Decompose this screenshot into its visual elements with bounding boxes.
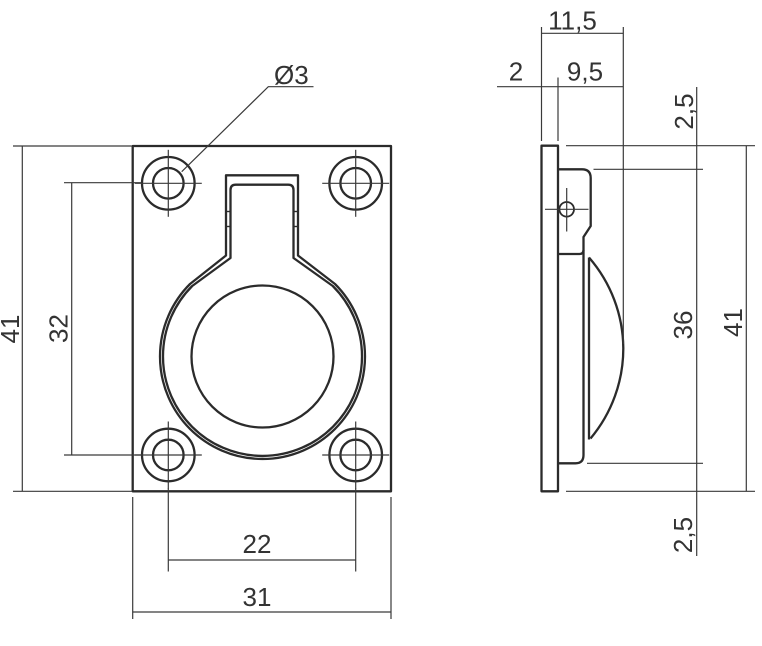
pivot-pin-hole: [545, 188, 589, 232]
side-view: 11,5 2 9,5 2,5 36 2,5 41: [497, 6, 755, 556]
dimension-label: Ø3: [274, 60, 309, 90]
screw-hole-bottom-left: [134, 421, 202, 489]
dim-side-insets-and-recess-height: 2,5 36 2,5: [668, 87, 699, 556]
screw-hole-top-left: [134, 149, 202, 217]
dimension-label: 9,5: [567, 57, 603, 87]
callout-hole-diameter: Ø3: [181, 60, 314, 173]
dim-side-overall-height: 41: [718, 145, 748, 492]
dim-front-overall-width: 31: [132, 497, 392, 619]
screw-hole-bottom-right: [322, 421, 390, 489]
ring-pull-outline: [161, 183, 364, 457]
side-plate-outline: [540, 144, 560, 493]
cup-profile-outline: [558, 168, 592, 465]
screw-hole-top-right: [322, 149, 390, 217]
dimension-label: 2: [509, 57, 523, 87]
leader-line: [181, 86, 314, 173]
dimension-label: 32: [44, 314, 74, 343]
ring-inner-edge: [190, 284, 335, 429]
dimension-label: 2,5: [668, 517, 698, 553]
dimension-label: 31: [243, 582, 272, 612]
dimension-label: 22: [243, 529, 272, 559]
dimension-label: 36: [668, 311, 698, 340]
dim-front-overall-height: 41: [0, 145, 132, 492]
dim-front-hole-pitch-vertical: 32: [44, 182, 141, 456]
dimension-label: 11,5: [548, 6, 597, 36]
dimension-label: 41: [718, 308, 748, 337]
dim-front-hole-pitch-horizontal: 22: [167, 488, 357, 572]
front-view: 41 32 22 31 Ø3: [0, 60, 393, 619]
dim-side-total-depth: 11,5: [540, 6, 624, 344]
dim-side-plate-and-recess-depth: 2 9,5: [497, 57, 624, 141]
lug-bottom-edge: [558, 249, 585, 256]
recess-cutout-outline: [158, 174, 367, 461]
dimension-label: 41: [0, 315, 25, 344]
front-plate-outline: [131, 144, 393, 493]
ring-bulge-arc: [588, 256, 625, 440]
dimension-label: 2,5: [669, 93, 699, 129]
